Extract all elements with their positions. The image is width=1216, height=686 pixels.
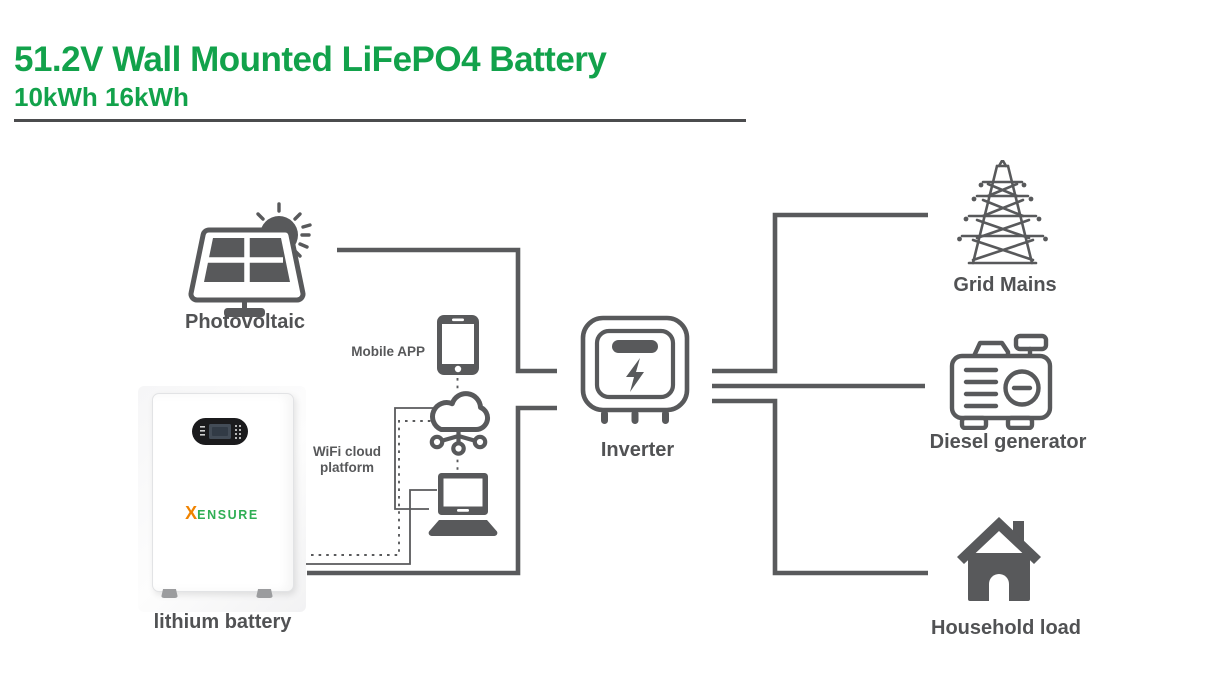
wifi-cloud-label: WiFi cloud platform	[302, 444, 392, 476]
inverter-icon	[580, 315, 690, 424]
battery-left-foot	[161, 589, 178, 598]
laptop-to-battery-line	[303, 489, 437, 565]
inverter-label: Inverter	[600, 439, 675, 461]
battery-right-foot	[256, 589, 273, 598]
pv-to-inverter-line	[337, 247, 557, 374]
mobile-app-label: Mobile APP	[351, 344, 425, 359]
battery-control-panel	[192, 418, 248, 445]
cloud-to-battery-dotted-line	[303, 420, 438, 556]
page-title: 51.2V Wall Mounted LiFePO4 Battery	[14, 40, 607, 79]
cloud-bracket-line	[394, 407, 433, 510]
battery-brand-logo: XENSURE	[152, 503, 292, 524]
lithium-battery-label: lithium battery	[153, 611, 292, 633]
diesel-generator-icon	[949, 333, 1053, 430]
brand-ensure: ENSURE	[197, 508, 259, 522]
smartphone-icon	[437, 315, 479, 375]
laptop-icon	[428, 473, 498, 537]
battery-to-inverter-line	[307, 405, 557, 576]
wifi-cloud-label-line1: WiFi cloud	[312, 444, 382, 459]
diesel-generator-label: Diesel generator	[929, 431, 1087, 453]
inverter-to-grid-line	[712, 212, 928, 374]
brand-x: X	[185, 503, 198, 523]
page-subtitle: 10kWh 16kWh	[14, 82, 189, 112]
title-underline	[14, 119, 746, 122]
solar-panel-icon	[188, 202, 312, 317]
grid-mains-label: Grid Mains	[953, 274, 1057, 296]
photovoltaic-label: Photovoltaic	[184, 311, 305, 333]
inverter-to-house-line	[712, 398, 928, 576]
transmission-tower-icon	[957, 160, 1048, 265]
cloud-network-icon	[429, 391, 491, 456]
house-icon	[957, 517, 1041, 601]
wifi-cloud-label-line2: platform	[320, 459, 374, 475]
household-load-label: Household load	[931, 617, 1081, 639]
